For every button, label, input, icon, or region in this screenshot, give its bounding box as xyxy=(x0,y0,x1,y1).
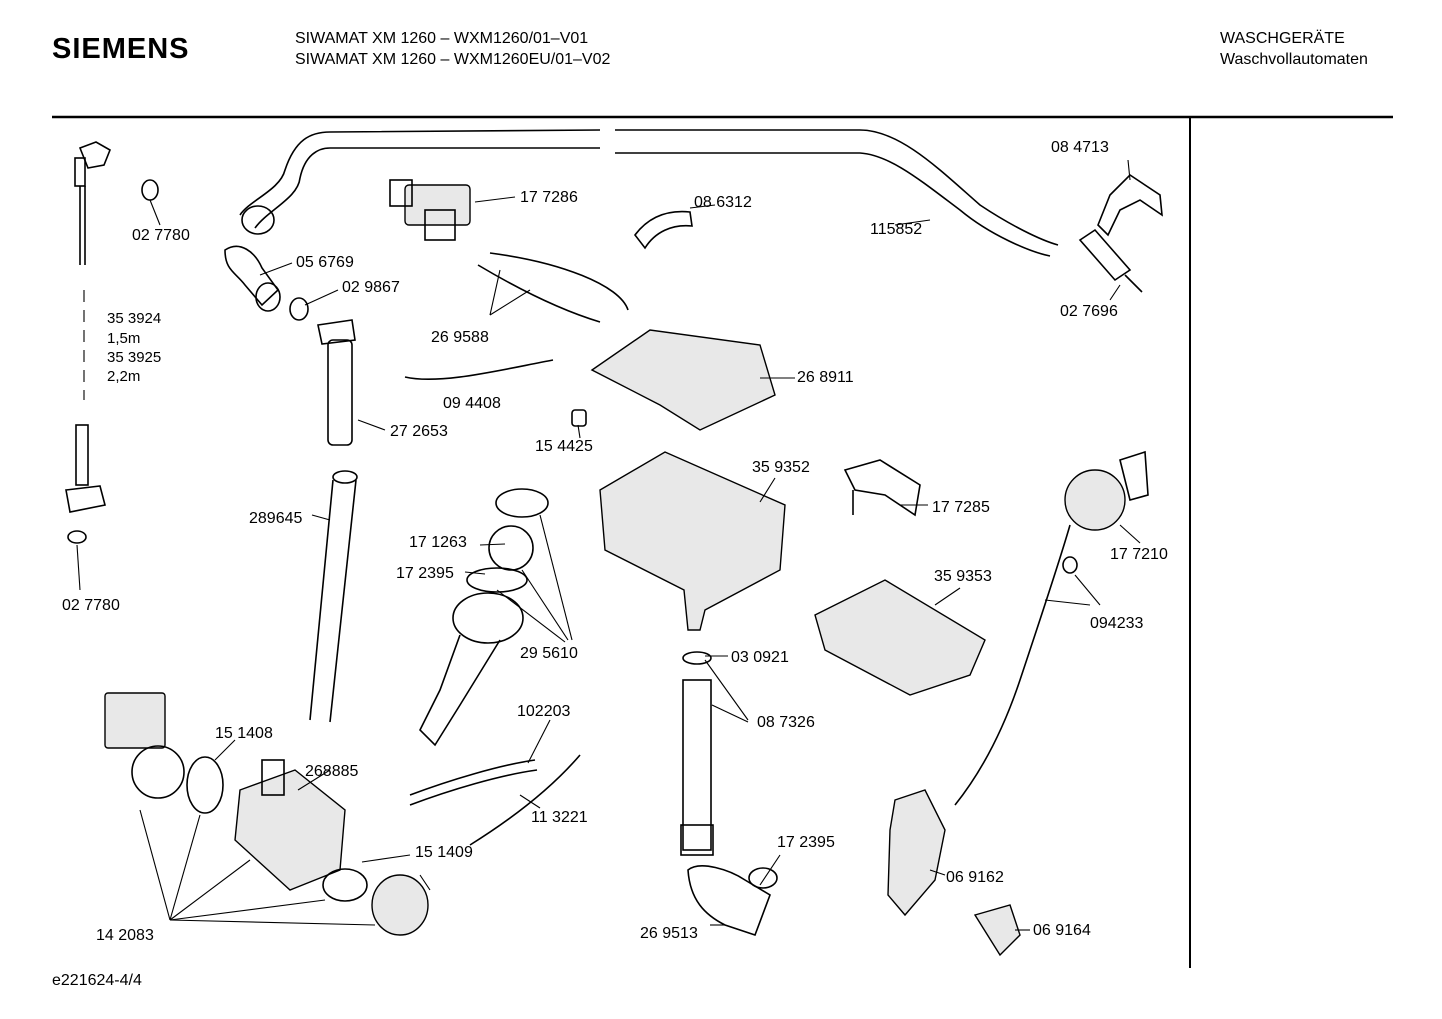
lint-filter xyxy=(371,874,429,936)
small-connector xyxy=(571,409,587,427)
inlet-hose-top-fitting xyxy=(74,141,112,265)
inlet-hoses-pair xyxy=(477,252,629,323)
drain-bellows xyxy=(419,592,524,747)
part-label: 26 9513 xyxy=(640,925,698,942)
hose-holder-fork xyxy=(1097,173,1163,237)
part-label: 02 9867 xyxy=(342,279,400,296)
part-label: 15 4425 xyxy=(535,438,593,455)
inlet-hose-bottom-fitting xyxy=(65,424,106,513)
part-label: 08 7326 xyxy=(757,714,815,731)
leader-lines xyxy=(76,159,1141,931)
o-ring-pump xyxy=(186,756,224,814)
hose-clamp-ring xyxy=(466,567,528,593)
part-label: 289645 xyxy=(249,510,302,527)
air-chamber-pressure-tube xyxy=(317,319,356,446)
hose-cable xyxy=(469,754,581,846)
detergent-drawer xyxy=(814,579,986,696)
model-designation: SIWAMAT XM 1260 – WXM1260/01–V01 SIWAMAT… xyxy=(295,28,610,70)
elbow-hose-corrugated xyxy=(687,865,771,937)
part-label: 17 1263 xyxy=(409,534,467,551)
part-label: 102203 xyxy=(517,703,570,720)
part-label: 02 7696 xyxy=(1060,303,1118,320)
overflow-tube xyxy=(680,679,714,856)
appliance-category: WASCHGERÄTE Waschvollautomaten xyxy=(1220,28,1368,70)
o-ring-filter xyxy=(322,868,368,902)
part-label: 268885 xyxy=(305,763,358,780)
hose-clip xyxy=(1062,556,1078,574)
cap-nozzle xyxy=(973,904,1021,957)
level-bracket xyxy=(887,789,946,917)
clip-bracket xyxy=(843,459,921,517)
hose-end-plug xyxy=(1078,228,1143,293)
ball-valve xyxy=(488,525,534,571)
part-label: 35 9352 xyxy=(752,459,810,476)
part-label: 1,5m xyxy=(107,330,140,347)
part-label: 05 6769 xyxy=(296,254,354,271)
part-label: 27 2653 xyxy=(390,423,448,440)
part-label: 094233 xyxy=(1090,615,1143,632)
dispenser-housing xyxy=(599,451,786,631)
solenoid-valve xyxy=(389,179,471,241)
part-label: 15 1409 xyxy=(415,844,473,861)
straight-drain-tube xyxy=(309,470,358,723)
dispenser-cover xyxy=(590,329,776,431)
part-label: 14 2083 xyxy=(96,927,154,944)
drain-hose-corrugated xyxy=(239,129,1059,257)
seal-disc xyxy=(495,488,549,518)
part-label: 02 7780 xyxy=(62,597,120,614)
category-line-2: Waschvollautomaten xyxy=(1220,51,1368,68)
part-label: 35 9353 xyxy=(934,568,992,585)
part-label: 26 9588 xyxy=(431,329,489,346)
part-label: 17 2395 xyxy=(396,565,454,582)
part-label: 29 5610 xyxy=(520,645,578,662)
part-label: 17 7285 xyxy=(932,499,990,516)
category-line-1: WASCHGERÄTE xyxy=(1220,30,1345,47)
part-label: 15 1408 xyxy=(215,725,273,742)
sealing-ring-small xyxy=(289,297,309,321)
part-label: 17 2395 xyxy=(777,834,835,851)
part-label: 2,2m xyxy=(107,368,140,385)
washer-top xyxy=(141,179,159,201)
part-label: 35 3925 xyxy=(107,349,161,366)
part-label: 02 7780 xyxy=(132,227,190,244)
hose-clamp-small xyxy=(748,867,778,889)
part-label: 08 6312 xyxy=(694,194,752,211)
hose-piece xyxy=(409,759,538,806)
hose-bend-small xyxy=(633,210,693,250)
model-line-2: SIWAMAT XM 1260 – WXM1260EU/01–V02 xyxy=(295,51,611,68)
hose-elbow-bend xyxy=(224,245,281,312)
drain-pump xyxy=(104,692,185,799)
part-label: 17 7210 xyxy=(1110,546,1168,563)
washer-bottom xyxy=(67,530,87,544)
part-label: 06 9162 xyxy=(946,869,1004,886)
part-label: 09 4408 xyxy=(443,395,501,412)
part-label: 11 3221 xyxy=(531,809,588,826)
model-line-1: SIWAMAT XM 1260 – WXM1260/01–V01 xyxy=(295,30,589,47)
drawing-id: e221624-4/4 xyxy=(52,972,142,989)
pressure-switch xyxy=(1064,450,1149,531)
part-label: 115852 xyxy=(870,221,922,238)
part-label: 08 4713 xyxy=(1051,139,1109,156)
seal-ring-tube xyxy=(682,651,712,665)
pressure-hose xyxy=(954,524,1071,806)
part-label: 03 0921 xyxy=(731,649,789,666)
brand-logo: SIEMENS xyxy=(52,33,190,65)
part-label: 26 8911 xyxy=(797,369,854,386)
thin-hose xyxy=(404,359,554,381)
part-label: 17 7286 xyxy=(520,189,578,206)
part-label: 35 3924 xyxy=(107,310,161,327)
part-label: 06 9164 xyxy=(1033,922,1091,939)
